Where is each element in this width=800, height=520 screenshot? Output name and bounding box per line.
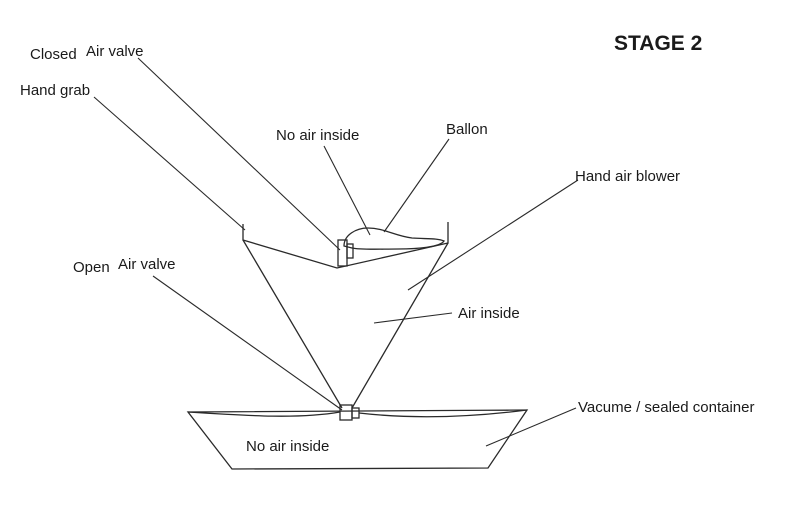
label-air-inside: Air inside <box>458 305 520 322</box>
leader-no-air-balloon <box>323 145 371 236</box>
label-open-air-valve: Air valve <box>118 256 176 273</box>
blower-left-side <box>242 239 343 409</box>
closed-valve-gate <box>346 243 354 259</box>
balloon <box>343 227 445 250</box>
label-no-air-balloon: No air inside <box>276 127 359 144</box>
leader-ballon <box>383 138 450 233</box>
label-open: Open <box>73 259 110 276</box>
container-lid-left <box>187 411 341 417</box>
label-no-air-container: No air inside <box>246 438 329 455</box>
leader-air-inside <box>373 312 453 324</box>
blower-right-side <box>351 242 449 409</box>
label-hand-grab: Hand grab <box>20 82 90 99</box>
stage-title: STAGE 2 <box>614 32 702 55</box>
closed-valve-body <box>337 239 348 267</box>
hand-air-blower <box>242 222 449 409</box>
label-hand-air-blower: Hand air blower <box>575 168 680 185</box>
label-closed-air-valve: Air valve <box>86 43 144 60</box>
label-closed: Closed <box>30 46 77 63</box>
closed-air-valve <box>337 239 354 267</box>
label-vacuum-container: Vacume / sealed container <box>578 399 755 416</box>
sealed-container <box>186 409 529 470</box>
container-lid-right <box>358 409 528 418</box>
blower-top-rim <box>242 222 449 269</box>
open-air-valve <box>339 404 360 421</box>
label-ballon: Ballon <box>446 121 488 138</box>
open-valve-gate <box>351 407 360 419</box>
leader-open-air-valve <box>152 275 343 411</box>
leader-hand-air-blower <box>407 179 579 291</box>
leader-hand-grab <box>93 96 246 231</box>
leader-closed-air-valve <box>137 57 341 251</box>
leader-vacuum-container <box>485 407 577 447</box>
container-body <box>186 409 529 470</box>
